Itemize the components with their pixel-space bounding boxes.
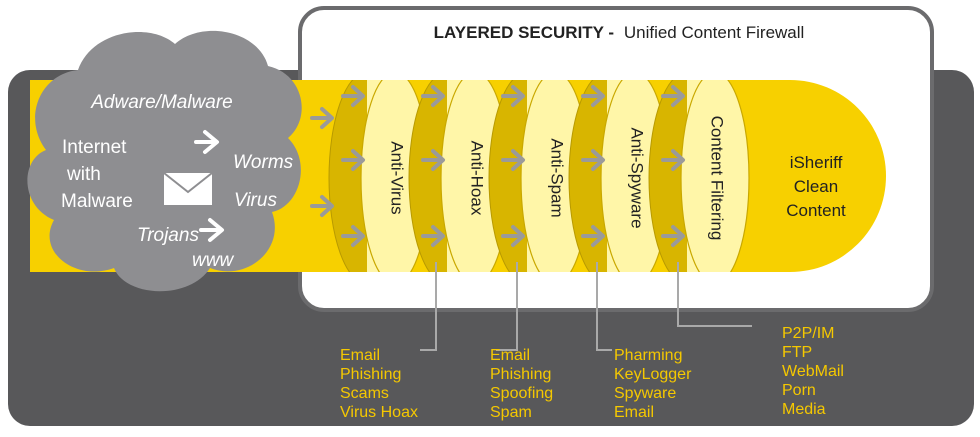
connector-line [677, 262, 752, 327]
layer-label: Anti-Virus [388, 141, 407, 214]
arrow-right-icon [581, 149, 605, 171]
feature-item: Porn [782, 382, 816, 399]
feature-item: KeyLogger [614, 366, 692, 383]
arrow-right-icon [310, 195, 334, 217]
layer-label: Anti-Spyware [628, 127, 647, 228]
connector-line [420, 262, 437, 351]
arrow-right-icon [341, 85, 365, 107]
arrow-right-icon [341, 225, 365, 247]
layer-label: Anti-Hoax [468, 141, 487, 216]
feature-item: Spyware [614, 385, 676, 402]
layer-disc: Anti-Hoax [408, 80, 510, 272]
feature-item: Pharming [614, 347, 682, 364]
feature-item: Email [490, 347, 530, 364]
arrow-right-icon [661, 225, 685, 247]
output-label-line: Clean [794, 177, 838, 196]
arrow-right-icon [581, 225, 605, 247]
internet-label-line2: with [66, 164, 101, 185]
feature-item: Media [782, 401, 826, 418]
threat-trojans: Trojans [137, 225, 199, 246]
connector-line [596, 262, 612, 351]
feature-item: Virus Hoax [340, 404, 418, 421]
filter-layers: Anti-Virus Anti-Hoax Anti-Spam Anti-Spyware… [328, 80, 750, 272]
arrow-right-icon [661, 149, 685, 171]
output-label-line: iSheriff [790, 153, 843, 172]
feature-item: FTP [782, 344, 812, 361]
feature-item: Phishing [340, 366, 401, 383]
internet-cloud [27, 30, 302, 292]
internet-label-line3: Malware [61, 191, 133, 212]
feature-item: Scams [340, 385, 389, 402]
arrow-right-icon [661, 85, 685, 107]
layer-disc: Content Filtering [648, 80, 750, 272]
arrow-right-icon [501, 149, 525, 171]
feature-item: WebMail [782, 363, 844, 380]
arrow-right-icon [199, 218, 224, 242]
layer-disc: Anti-Spyware [568, 80, 670, 272]
internet-label-line1: Internet [62, 137, 127, 158]
arrow-right-icon [194, 130, 219, 154]
arrow-right-icon [501, 225, 525, 247]
feature-item: Email [614, 404, 654, 421]
feature-item: Email [340, 347, 380, 364]
entry-arrows [310, 107, 334, 217]
feature-item: P2P/IM [782, 325, 834, 342]
arrow-right-icon [421, 149, 445, 171]
feature-connectors [420, 262, 752, 351]
arrow-right-icon [310, 107, 334, 129]
output-label-line: Content [786, 201, 846, 220]
arrow-right-icon [341, 149, 365, 171]
frame-title: LAYERED SECURITY - Unified Content Firew… [434, 23, 805, 42]
threat-virus: Virus [234, 190, 277, 211]
arrow-right-icon [581, 85, 605, 107]
layer-label: Anti-Spam [548, 138, 567, 217]
threat-worms: Worms [233, 152, 294, 173]
threat-adware-malware: Adware/Malware [90, 92, 233, 113]
layer-disc: Anti-Virus [328, 80, 430, 272]
arrow-right-icon [421, 225, 445, 247]
feature-item: Phishing [490, 366, 551, 383]
feature-item: Spam [490, 404, 532, 421]
arrow-right-icon [421, 85, 445, 107]
threat-www: www [192, 250, 234, 271]
arrow-right-icon [501, 85, 525, 107]
connector-line [496, 262, 518, 351]
envelope-icon [163, 172, 213, 205]
feature-item: Spoofing [490, 385, 553, 402]
layer-disc: Anti-Spam [488, 80, 590, 272]
layer-label: Content Filtering [708, 116, 727, 241]
